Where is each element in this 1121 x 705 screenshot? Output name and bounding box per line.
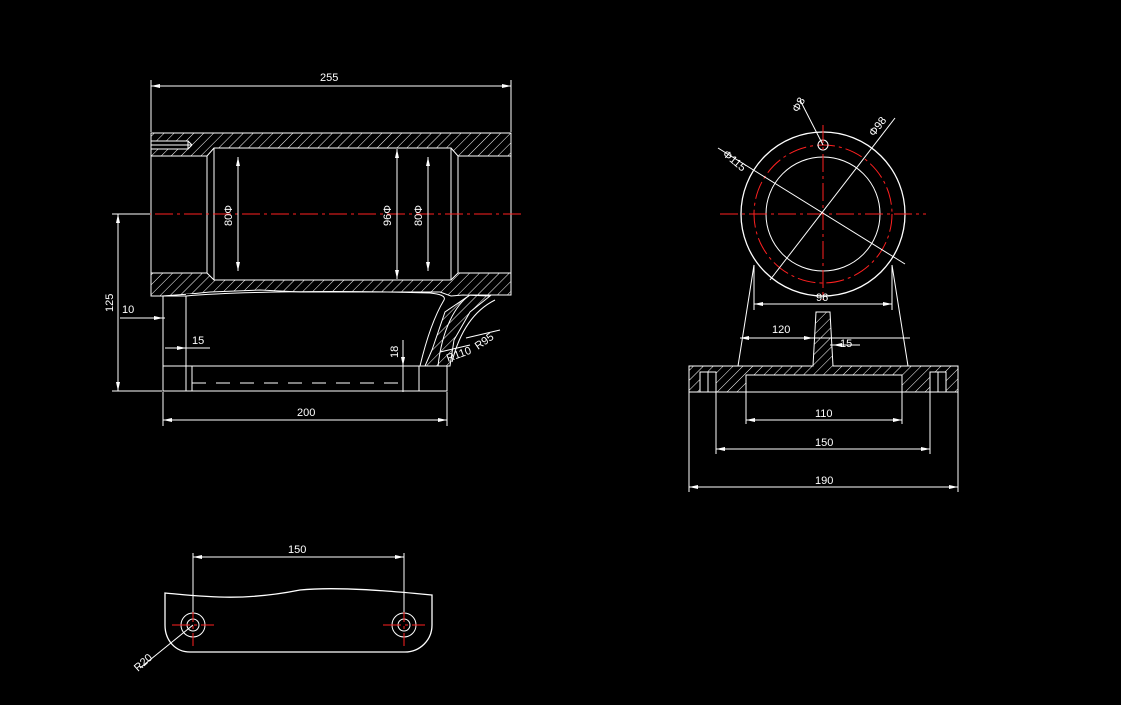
dim-corner-radius: R20 [132, 624, 194, 674]
dim-text-96: 96Φ [382, 205, 394, 226]
top-view: 150 R20 [132, 544, 433, 674]
dim-height: 125 [104, 213, 162, 392]
dim-text-190: 190 [815, 475, 833, 487]
dim-text-r95: R95 [473, 331, 496, 352]
dim-text-110: 110 [815, 408, 833, 420]
base-outline [164, 588, 433, 653]
front-view: 255 80Φ [104, 72, 524, 426]
dim-text-r20: R20 [132, 652, 155, 674]
side-view: Φ115 Φ98 Φ8 96 120 [688, 96, 959, 492]
dim-bore-left: 80Φ [223, 157, 240, 271]
dim-bore-mid: 96Φ [382, 149, 399, 279]
dim-text-phi98: Φ98 [867, 115, 889, 139]
dim-text-phi115: Φ115 [720, 148, 748, 174]
base-plate [162, 295, 448, 392]
dim-base-thickness: 18 [389, 340, 405, 392]
dim-text-15: 15 [192, 335, 204, 347]
dim-rib-thick: 15 [830, 338, 860, 350]
dim-base-width: 190 [688, 392, 959, 492]
dim-text-15-side: 15 [840, 338, 852, 350]
base-bolt-holes [699, 371, 947, 393]
dim-text-10: 10 [122, 304, 134, 316]
dim-text-125: 125 [104, 294, 116, 312]
dim-bore-side: 96 [754, 292, 892, 306]
dim-base-recess: 110 [745, 392, 903, 424]
dim-text-150-side: 150 [815, 437, 833, 449]
dim-base-length: 200 [162, 392, 448, 426]
dim-text-80-right: 80Φ [413, 205, 425, 226]
dim-overall-length: 255 [150, 72, 512, 132]
dim-bore-right: 80Φ [413, 157, 430, 271]
dim-offset: 10 [120, 304, 165, 320]
dim-hole-pitch-top: 150 [192, 544, 405, 612]
dim-radius-outer: R95 [465, 329, 501, 352]
dim-text-96-side: 96 [816, 292, 828, 304]
right-bolt-hole [383, 604, 425, 646]
dim-text-80-left: 80Φ [223, 205, 235, 226]
top-wall-section [150, 132, 512, 157]
dim-text-150-top: 150 [288, 544, 306, 556]
dim-text-200: 200 [297, 407, 315, 419]
dim-text-phi8: Φ8 [790, 96, 808, 115]
dim-rib-span: 120 [740, 324, 910, 340]
dim-text-255: 255 [320, 72, 338, 84]
dim-text-120: 120 [772, 324, 790, 336]
dim-hole-pitch-side: 150 [715, 392, 931, 454]
tapped-hole [150, 140, 193, 150]
dim-wall: 15 [165, 335, 210, 350]
dim-text-18: 18 [389, 346, 401, 358]
